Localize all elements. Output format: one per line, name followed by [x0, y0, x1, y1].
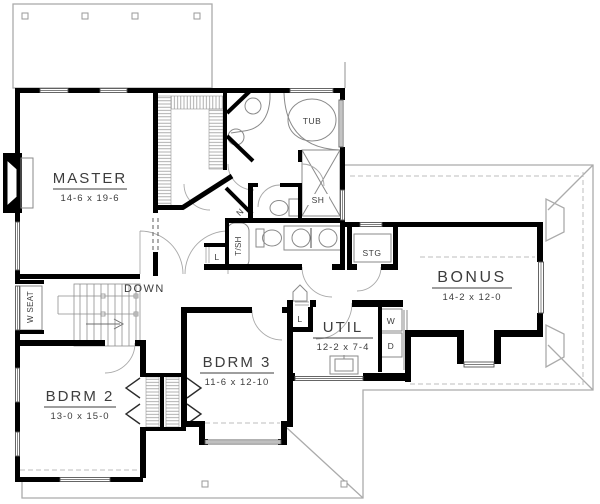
laundry-sink [329, 355, 359, 375]
dormer-top [545, 197, 565, 243]
svg-text:14-2 x 12-0: 14-2 x 12-0 [442, 292, 501, 303]
window [99, 88, 128, 93]
dashed-ceiling-lines [20, 172, 584, 471]
storage-label: STG [363, 248, 382, 258]
walkin-closet-hatch [156, 95, 224, 209]
tub-label: TUB [303, 116, 322, 126]
tub-shower-label: T/SH [234, 236, 243, 255]
sink [318, 228, 338, 248]
sink [244, 97, 262, 115]
washer-label: W [387, 316, 396, 326]
tub-platform [283, 92, 341, 151]
linen-label-hall: L [214, 252, 219, 262]
linen-label-upper: L [297, 314, 302, 324]
roof-outlines [12, 3, 594, 499]
bdrm3-room-label: BDRM 3 11-6 x 12-10 [200, 354, 274, 388]
svg-text:MASTER: MASTER [53, 170, 128, 187]
master-vanity-counter [230, 93, 271, 134]
dormer-bottom [545, 323, 565, 369]
stair-rail [57, 295, 138, 315]
window [39, 88, 69, 93]
walls [15, 88, 543, 482]
window-seat-label: W SEAT [26, 291, 35, 323]
window [338, 99, 344, 148]
roof-mark [81, 12, 89, 20]
tub [287, 98, 337, 142]
roof-hips [286, 164, 594, 499]
roof-mark [201, 480, 209, 488]
svg-text:13-0 x 15-0: 13-0 x 15-0 [50, 411, 109, 422]
roof-mark [340, 480, 348, 488]
window [340, 189, 345, 221]
roof-mark [193, 12, 201, 20]
storage-shelf [353, 233, 392, 263]
dryer-label: D [388, 341, 395, 351]
stair-down-arrow [86, 318, 125, 330]
svg-text:12-2 x 7-4: 12-2 x 7-4 [317, 342, 370, 353]
roof-mark [131, 12, 139, 20]
toilet [255, 228, 282, 248]
labels: MASTER 14-6 x 19-6 BDRM 2 13-0 x 15-0 BD… [26, 116, 512, 422]
shower-label: SH [312, 195, 325, 205]
window [15, 285, 20, 331]
window [289, 88, 334, 93]
window [15, 431, 20, 457]
linen-n-label: N [234, 206, 246, 218]
bifold-door-chevrons [124, 377, 203, 425]
window [15, 367, 20, 403]
window [204, 439, 282, 445]
svg-text:BDRM 3: BDRM 3 [203, 354, 272, 371]
toilet [269, 198, 300, 217]
window [15, 221, 20, 271]
fixtures [3, 92, 408, 428]
svg-text:UTIL: UTIL [323, 319, 364, 336]
window [463, 361, 495, 368]
svg-text:BDRM 2: BDRM 2 [46, 388, 115, 405]
window [359, 222, 383, 227]
cased-opening [152, 218, 159, 252]
bonus-room-label: BONUS 14-2 x 12-0 [432, 269, 512, 303]
vent-pentagon [292, 284, 308, 302]
staircase [57, 283, 141, 347]
svg-text:14-6 x 19-6: 14-6 x 19-6 [60, 193, 119, 204]
window [294, 376, 364, 381]
sink [291, 228, 311, 248]
roof-mark [21, 12, 29, 20]
window [538, 261, 544, 314]
window [59, 477, 111, 482]
svg-text:BONUS: BONUS [437, 269, 506, 286]
fireplace [3, 153, 34, 213]
down-label: DOWN [124, 283, 165, 295]
shower [301, 149, 341, 217]
hall-vanity-counter [283, 225, 344, 251]
bdrm2-room-label: BDRM 2 13-0 x 15-0 [44, 388, 116, 422]
windows [15, 88, 544, 482]
svg-text:11-6 x 12-10: 11-6 x 12-10 [205, 377, 270, 388]
master-room-label: MASTER 14-6 x 19-6 [53, 170, 128, 204]
util-room-label: UTIL 12-2 x 7-4 [313, 319, 373, 353]
deck-roof-outline [12, 3, 213, 89]
